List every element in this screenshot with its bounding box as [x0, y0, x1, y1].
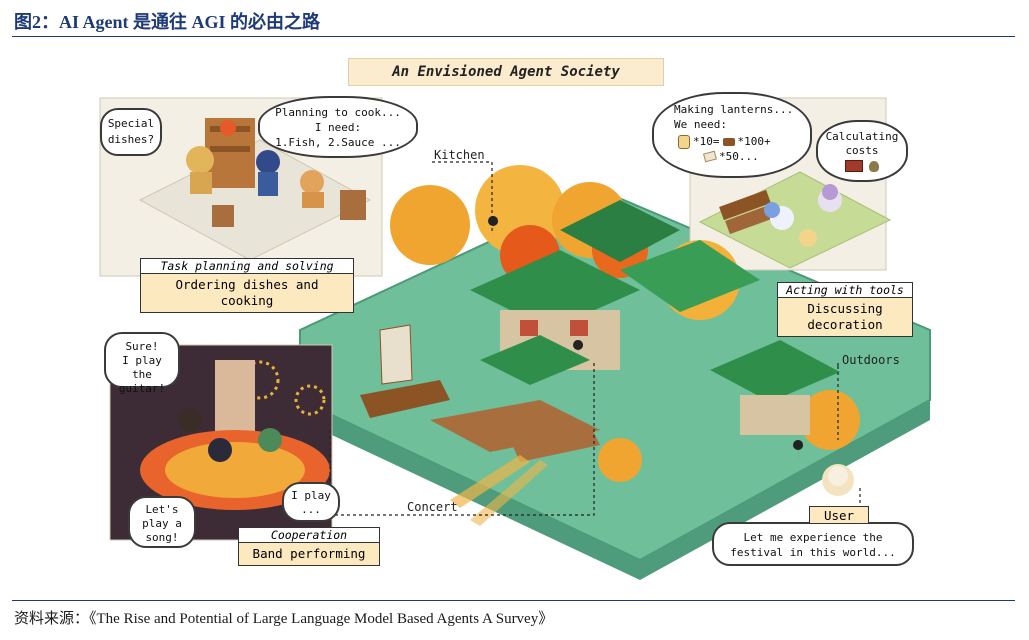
- wood-icon: [722, 137, 735, 146]
- caption-task-planning-head: Task planning and solving: [140, 258, 354, 274]
- caption-task-planning: Task planning and solving Ordering dishe…: [140, 258, 354, 313]
- bubble-special-dishes: Special dishes?: [100, 108, 162, 156]
- bubble-sure-guitar: Sure! I play the guitar!: [104, 332, 180, 395]
- kitchen-panel: [99, 97, 383, 277]
- caption-task-planning-body: Ordering dishes and cooking: [140, 274, 354, 313]
- bubble-lets-play: Let's play a song!: [128, 496, 196, 548]
- caption-cooperation-body: Band performing: [238, 543, 380, 566]
- caption-cooperation-head: Cooperation: [238, 527, 380, 543]
- making-lanterns-text: Making lanterns... We need:: [674, 103, 794, 131]
- bubble-let-me-experience: Let me experience the festival in this w…: [712, 522, 914, 566]
- title-divider: [12, 36, 1015, 37]
- caption-acting-tools-head: Acting with tools: [777, 282, 913, 298]
- label-kitchen: Kitchen: [434, 148, 485, 162]
- diagram-banner: An Envisioned Agent Society: [348, 58, 664, 86]
- bubble-planning-cook: Planning to cook... I need: 1.Fish, 2.Sa…: [258, 96, 418, 158]
- paper-icon: [703, 150, 717, 163]
- caption-acting-tools: Acting with tools Discussing decoration: [777, 282, 913, 337]
- lantern-qty-2: *100+: [737, 135, 771, 148]
- leader-lines: [329, 161, 861, 516]
- label-concert: Concert: [407, 500, 458, 514]
- lantern-icon: [678, 134, 690, 149]
- user-character: [822, 464, 854, 496]
- label-user: User: [809, 506, 869, 524]
- calculating-costs-text: Calculating costs: [825, 130, 899, 157]
- bubble-calculating-costs: Calculating costs: [816, 120, 908, 182]
- label-outdoors: Outdoors: [842, 353, 900, 367]
- abacus-icon: [844, 160, 863, 172]
- lantern-qty-3: *50...: [719, 150, 759, 163]
- source-divider: [12, 600, 1015, 601]
- figure-title: 图2：AI Agent 是通往 AGI 的必由之路: [14, 12, 321, 32]
- figure-source: 资料来源：《The Rise and Potential of Large La…: [14, 611, 554, 627]
- lantern-qty-1: *10=: [693, 135, 720, 148]
- caption-acting-tools-body: Discussing decoration: [777, 298, 913, 337]
- caption-cooperation: Cooperation Band performing: [238, 527, 380, 566]
- boat-and-docks: [360, 324, 600, 526]
- money-bag-icon: [869, 161, 880, 172]
- bubble-i-play: I play ...: [282, 482, 340, 522]
- bubble-making-lanterns: Making lanterns... We need: *10= *100+ *…: [652, 92, 812, 178]
- buildings: [470, 200, 840, 435]
- map-pins: [488, 216, 804, 462]
